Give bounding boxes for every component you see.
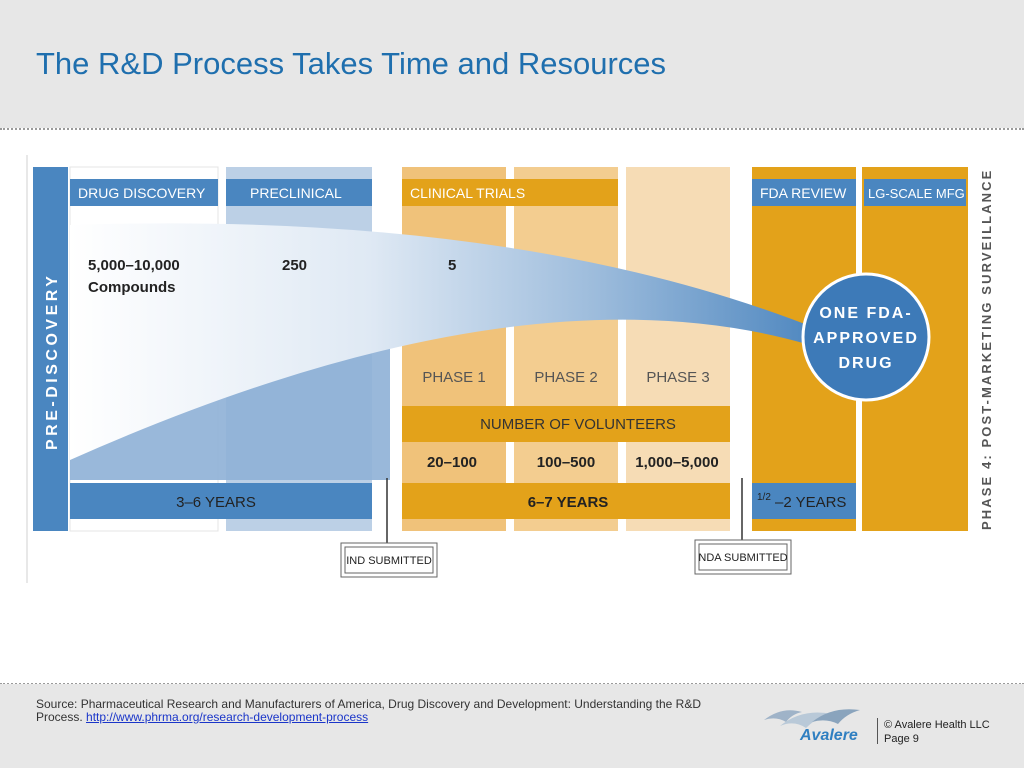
volunteers-band bbox=[402, 406, 730, 442]
review-duration: –2 YEARS bbox=[775, 494, 846, 511]
preclinical-band bbox=[226, 179, 372, 206]
review-duration-bar bbox=[752, 483, 856, 519]
stage-drug-discovery: DRUG DISCOVERY bbox=[78, 185, 206, 201]
copyright-block: © Avalere Health LLC Page 9 bbox=[884, 718, 990, 746]
avalere-logo-text: Avalere bbox=[800, 727, 858, 744]
fda-review-band bbox=[752, 179, 856, 206]
approved-drug-circle bbox=[801, 272, 931, 402]
pre-discovery-bar bbox=[33, 167, 68, 531]
page-number: Page 9 bbox=[884, 733, 919, 745]
ind-submitted-label: IND SUBMITTED bbox=[346, 555, 432, 567]
review-duration-fraction: 1/2 bbox=[757, 492, 771, 503]
drug-discovery-band bbox=[70, 179, 218, 206]
phase1-column bbox=[402, 167, 506, 531]
clinical-duration: 6–7 YEARS bbox=[528, 494, 609, 511]
source-text: Source: Pharmaceutical Research and Manu… bbox=[36, 697, 701, 724]
ind-submitted-inner bbox=[344, 546, 434, 574]
source-citation: Source: Pharmaceutical Research and Manu… bbox=[36, 698, 716, 724]
page-title: The R&D Process Takes Time and Resources bbox=[36, 46, 667, 81]
discovery-duration-bar bbox=[70, 483, 372, 519]
top-divider bbox=[0, 128, 1024, 130]
header-band bbox=[0, 0, 1024, 128]
clinical-trials-band bbox=[402, 179, 618, 206]
volunteers-header: NUMBER OF VOLUNTEERS bbox=[480, 416, 676, 433]
volunteers-phase2: 100–500 bbox=[537, 454, 595, 471]
approved-drug-line1: ONE FDA- bbox=[819, 305, 912, 322]
phase-2-label: PHASE 2 bbox=[534, 369, 597, 386]
pre-discovery-label: PRE-DISCOVERY bbox=[44, 273, 61, 450]
footer-separator bbox=[877, 718, 878, 744]
copyright-text: © Avalere Health LLC bbox=[884, 719, 990, 731]
approved-drug-line3: DRUG bbox=[838, 355, 893, 372]
count-clinical: 5 bbox=[448, 257, 456, 274]
discovery-duration: 3–6 YEARS bbox=[176, 494, 256, 511]
phase3-column bbox=[626, 167, 730, 531]
lg-scale-mfg-band bbox=[864, 179, 966, 206]
stage-clinical-trials: CLINICAL TRIALS bbox=[410, 185, 525, 201]
phase4-label: PHASE 4: POST-MARKETING SURVEILLANCE bbox=[979, 169, 994, 530]
stage-fda-review: FDA REVIEW bbox=[760, 185, 847, 201]
nda-submitted-inner bbox=[698, 543, 788, 571]
count-preclinical: 250 bbox=[282, 257, 307, 274]
stage-lg-scale-mfg: LG-SCALE MFG bbox=[868, 186, 965, 201]
phase-1-label: PHASE 1 bbox=[422, 369, 485, 386]
compounds-label: Compounds bbox=[88, 279, 176, 296]
approved-drug-line2: APPROVED bbox=[813, 330, 919, 347]
volunteers-phase3: 1,000–5,000 bbox=[635, 454, 718, 471]
avalere-logo-mark bbox=[764, 709, 860, 728]
phase2-column bbox=[514, 167, 618, 531]
phase-3-label: PHASE 3 bbox=[646, 369, 709, 386]
compound-funnel bbox=[70, 223, 820, 460]
source-link[interactable]: http://www.phrma.org/research-developmen… bbox=[86, 710, 369, 724]
clinical-duration-bar bbox=[402, 483, 730, 519]
footer-band bbox=[0, 684, 1024, 768]
volunteers-phase1: 20–100 bbox=[427, 454, 477, 471]
nda-submitted-label: NDA SUBMITTED bbox=[698, 552, 787, 564]
stage-preclinical: PRECLINICAL bbox=[250, 185, 342, 201]
count-discovery: 5,000–10,000 bbox=[88, 257, 180, 274]
